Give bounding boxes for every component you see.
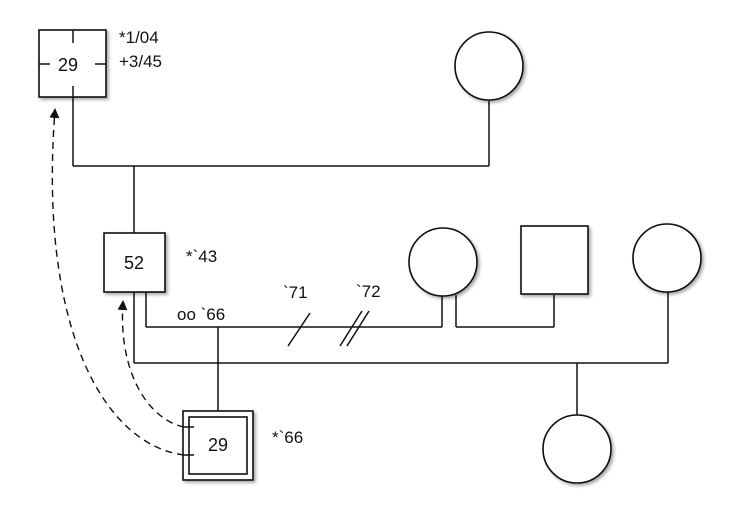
sibling-line xyxy=(455,295,555,328)
first-marriage-line xyxy=(145,292,443,412)
male-relative-symbol[interactable] xyxy=(520,225,589,295)
index-person-age-label: 29 xyxy=(208,435,228,455)
separation-date-label: `71 xyxy=(283,283,308,302)
grandfather-death-label: +3/45 xyxy=(119,52,162,71)
second-partner-symbol[interactable] xyxy=(632,223,702,293)
grandfather-age-label: 29 xyxy=(58,55,78,75)
second-relationship-line xyxy=(133,292,669,415)
first-partner-symbol[interactable] xyxy=(408,227,478,297)
divorce-mark xyxy=(339,310,370,347)
grandparents-relationship-line xyxy=(72,97,490,167)
father-birth-label: *`43 xyxy=(186,247,217,266)
index-person-birth-label: *`66 xyxy=(272,428,303,447)
dashed-arrow-to-grandfather xyxy=(49,108,185,456)
grandmother-symbol[interactable] xyxy=(454,31,524,101)
separation-mark xyxy=(287,312,311,347)
grandfather-birth-label: *1/04 xyxy=(119,28,159,47)
half-sibling-symbol[interactable] xyxy=(542,414,612,484)
father-age-label: 52 xyxy=(124,253,144,273)
grandfather-symbol[interactable]: 29 xyxy=(38,29,107,98)
index-person-symbol[interactable]: 29 xyxy=(182,410,254,481)
marriage-date-label: oo `66 xyxy=(177,305,225,324)
divorce-date-label: `72 xyxy=(356,282,381,301)
dashed-arrow-to-father xyxy=(117,300,185,428)
father-symbol[interactable]: 52 xyxy=(103,232,166,293)
